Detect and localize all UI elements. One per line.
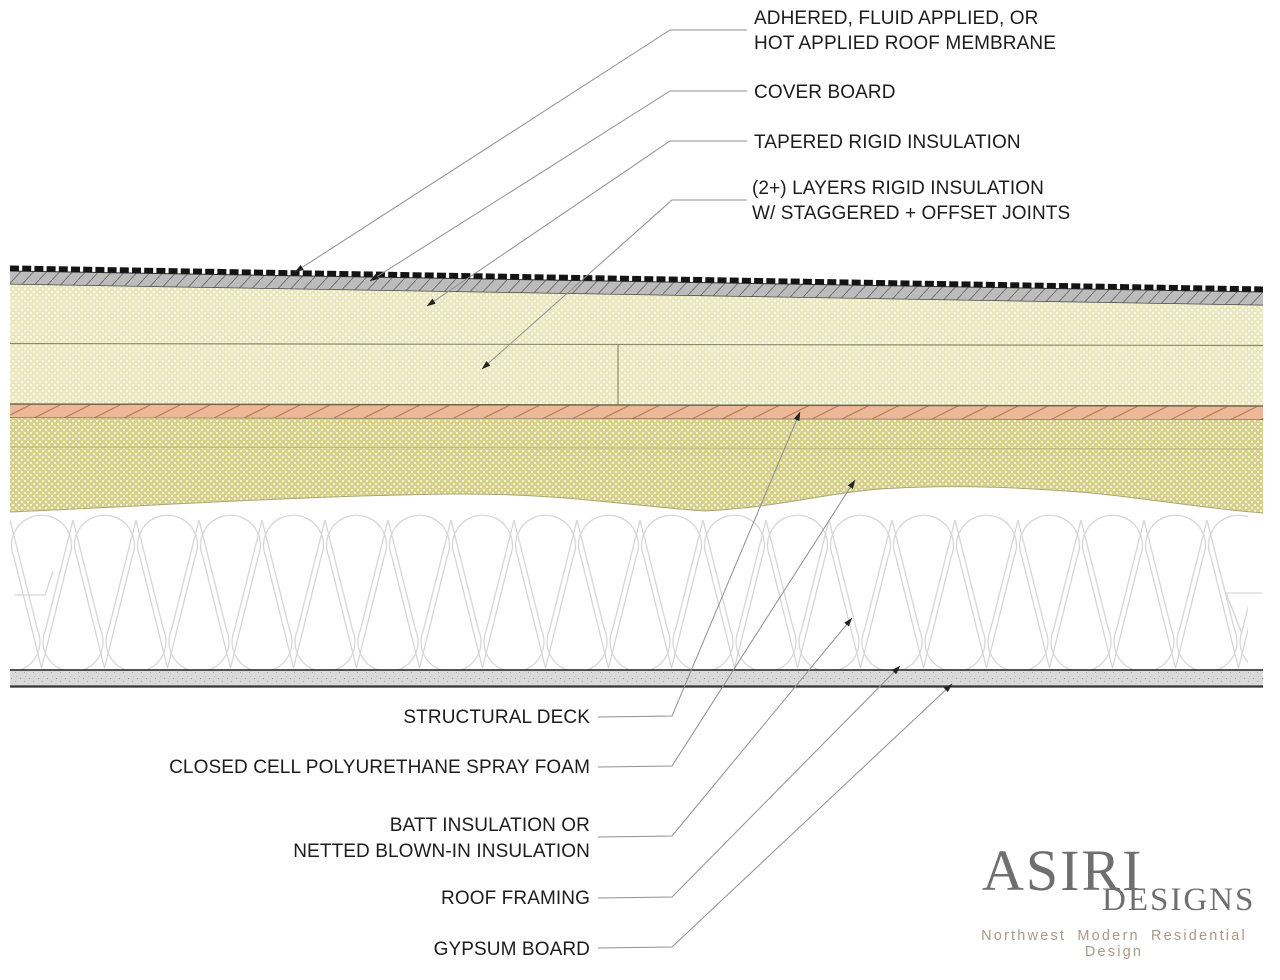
- callout-line: ROOF FRAMING: [441, 888, 590, 909]
- layer-spray-foam: [10, 418, 1263, 513]
- leader-rigid-insulation-layers: [481, 199, 747, 370]
- callout-batt-insulation: BATT INSULATION OR NETTED BLOWN-IN INSUL…: [0, 813, 590, 865]
- callout-line: BATT INSULATION OR: [389, 815, 590, 836]
- callout-roof-framing: ROOF FRAMING: [0, 886, 590, 911]
- layer-gypsum-board: [10, 670, 1263, 687]
- logo-tagline: Northwest Modern Residential Design: [981, 928, 1247, 960]
- callout-gypsum-board: GYPSUM BOARD: [0, 937, 590, 962]
- layer-structural-deck: [10, 404, 1263, 420]
- layer-batt-insulation: [10, 514, 1248, 673]
- batt-end-right: [1225, 592, 1262, 635]
- rigid-insulation-divider: [9, 342, 1264, 347]
- callout-line: (2+) LAYERS RIGID INSULATION: [752, 178, 1044, 199]
- callout-cover-board: COVER BOARD: [754, 80, 896, 105]
- asiri-designs-logo: ASIRI DESIGNS Northwest Modern Residenti…: [976, 838, 1256, 961]
- leader-roof-framing: [597, 665, 901, 899]
- layer-rigid-insulation: [10, 342, 1263, 405]
- leader-roof-membrane: [294, 29, 747, 273]
- callout-line: NETTED BLOWN-IN INSULATION: [293, 841, 590, 862]
- callout-line: GYPSUM BOARD: [433, 939, 590, 960]
- callout-line: ADHERED, FLUID APPLIED, OR: [754, 8, 1039, 29]
- leader-batt-insulation: [597, 617, 853, 838]
- logo-name: ASIRI: [982, 838, 1144, 903]
- structural-deck-top-edge: [9, 403, 1264, 407]
- spray-foam-bottom-edge: [9, 486, 1264, 514]
- leader-tapered-rigid-insulation: [426, 140, 747, 307]
- callout-line: COVER BOARD: [754, 82, 896, 103]
- callout-spray-foam: CLOSED CELL POLYURETHANE SPRAY FOAM: [0, 755, 590, 780]
- leader-structural-deck: [597, 411, 801, 718]
- callout-structural-deck: STRUCTURAL DECK: [0, 705, 590, 730]
- callout-line: W/ STAGGERED + OFFSET JOINTS: [752, 203, 1071, 224]
- callout-line: TAPERED RIGID INSULATION: [754, 132, 1021, 153]
- callout-line: STRUCTURAL DECK: [403, 707, 590, 728]
- callout-tapered-rigid-insulation: TAPERED RIGID INSULATION: [754, 130, 1021, 155]
- leader-spray-foam: [597, 479, 856, 768]
- spray-foam-seam: [9, 446, 1264, 450]
- layer-cover-board: [10, 271, 1263, 306]
- layer-tapered-rigid-insulation: [10, 284, 1263, 345]
- leader-gypsum-board: [597, 683, 953, 949]
- batt-end-left: [14, 570, 54, 596]
- layer-roof-membrane: [9, 265, 1264, 292]
- logo-suffix: DESIGNS: [1102, 882, 1256, 918]
- callout-rigid-insulation-layers: (2+) LAYERS RIGID INSULATION W/ STAGGERE…: [752, 176, 1070, 226]
- callout-line: HOT APPLIED ROOF MEMBRANE: [754, 33, 1056, 54]
- cover-board-top-edge: [9, 270, 1264, 293]
- callout-roof-membrane: ADHERED, FLUID APPLIED, OR HOT APPLIED R…: [754, 6, 1056, 56]
- callout-line: CLOSED CELL POLYURETHANE SPRAY FOAM: [169, 757, 590, 778]
- leader-cover-board: [369, 90, 747, 282]
